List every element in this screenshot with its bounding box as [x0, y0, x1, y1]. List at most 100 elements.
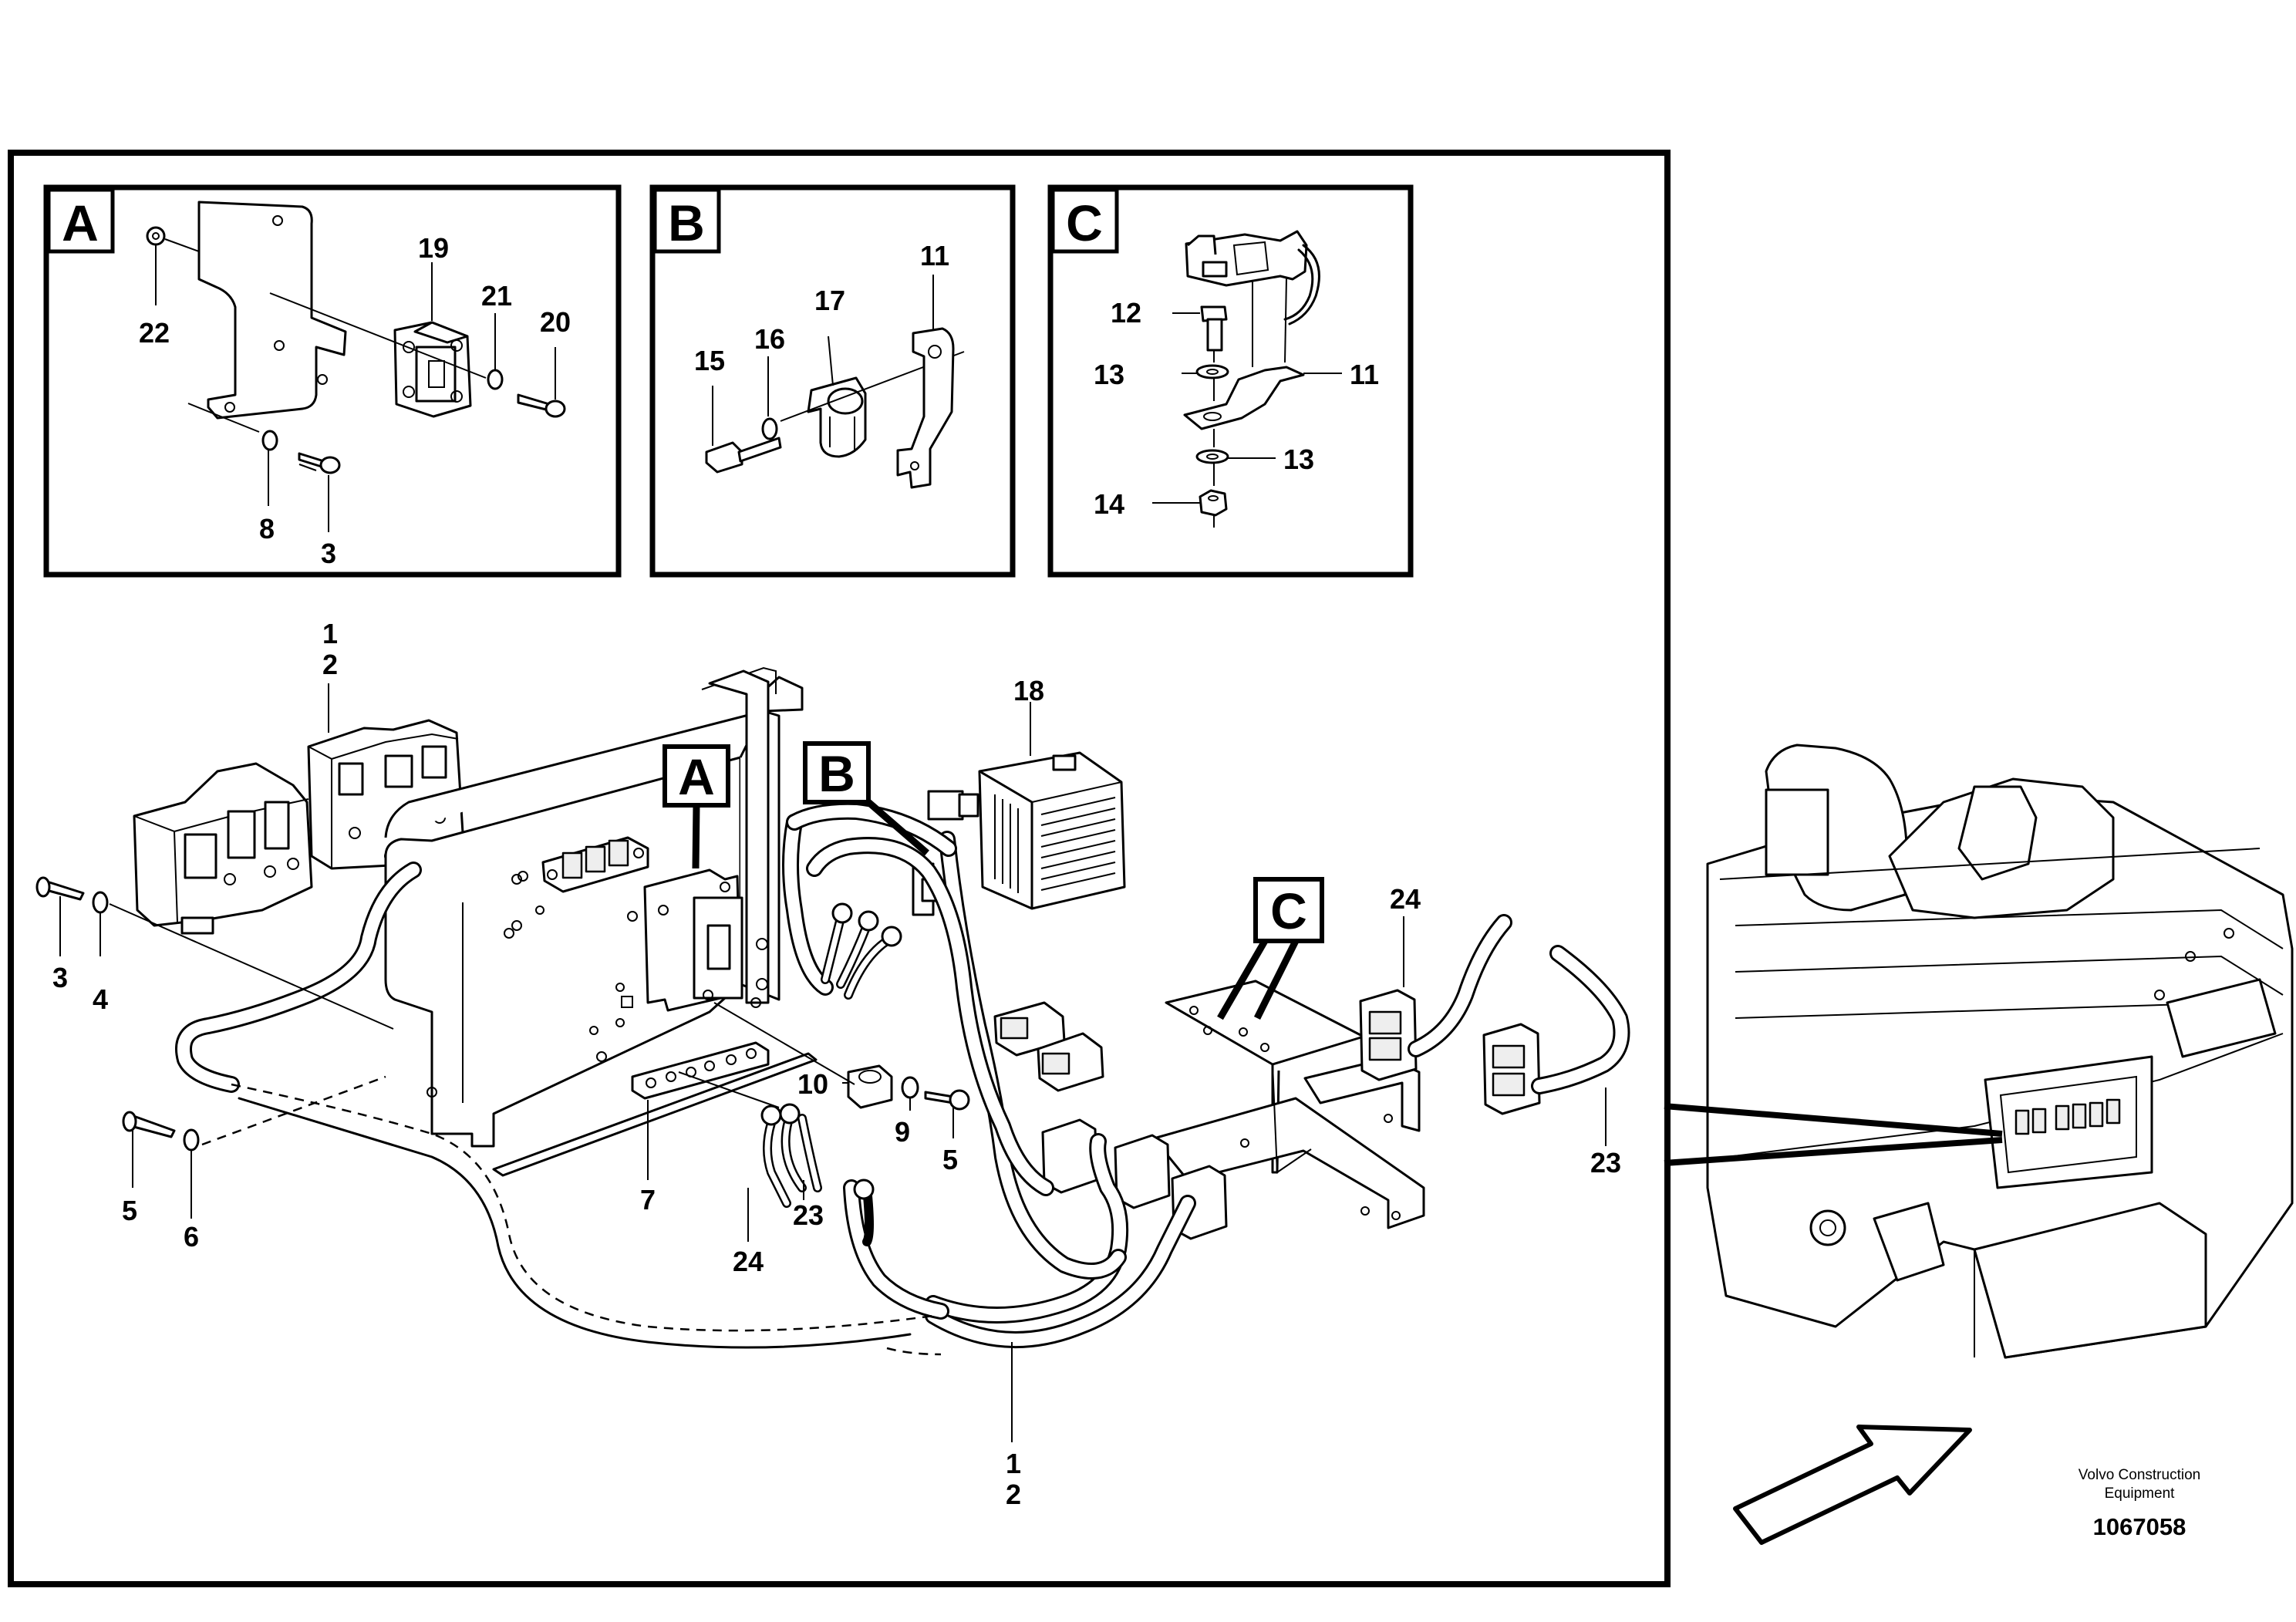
label-3-main: 3 — [52, 962, 68, 993]
main-assembly: A B C 1 2 18 3 4 5 6 7 10 9 5 24 23 24 2… — [35, 618, 1630, 1510]
label-17: 17 — [814, 285, 845, 316]
ring-terminals — [821, 902, 902, 1246]
label-13-bottom: 13 — [1283, 443, 1314, 475]
screw-3 — [298, 452, 341, 532]
detail-letter-box-b — [652, 187, 721, 254]
pointer-line-upper — [1664, 1103, 2003, 1137]
detail-letter-box-a — [46, 187, 115, 254]
label-19: 19 — [418, 232, 449, 264]
label-6: 6 — [184, 1221, 199, 1253]
axis-line-a — [269, 292, 487, 379]
label-2-bottom: 2 — [1006, 1479, 1021, 1510]
harness-connector-23 — [1482, 1023, 1541, 1115]
main-frame — [8, 150, 1671, 1587]
callout-a-letter: A — [678, 748, 715, 805]
harness-route-dashed — [231, 1083, 934, 1332]
detail-letter-a: A — [62, 194, 99, 251]
washer-13-top — [1182, 364, 1229, 401]
label-18: 18 — [1013, 675, 1044, 706]
mounting-bracket-a — [197, 201, 347, 420]
relay-block-lower — [133, 762, 313, 935]
label-21: 21 — [481, 280, 512, 312]
relay-socket-19 — [393, 262, 472, 418]
label-11-c: 11 — [1350, 359, 1379, 390]
company-name-line1: Volvo Construction — [2079, 1467, 2200, 1483]
washer-8 — [261, 430, 278, 506]
label-5-right: 5 — [942, 1144, 958, 1175]
callout-b-letter: B — [818, 745, 855, 802]
bracket-11-b — [896, 275, 955, 489]
label-10: 10 — [797, 1068, 828, 1100]
din-rail-7 — [492, 1052, 818, 1180]
label-15: 15 — [694, 345, 725, 376]
washer-4 — [92, 891, 109, 956]
screw-5-right — [924, 1089, 970, 1138]
washer-9 — [901, 1076, 919, 1111]
screw-5-left — [122, 1111, 176, 1188]
label-1-top: 1 — [322, 618, 338, 649]
relay-block-upper — [307, 719, 464, 870]
label-16: 16 — [754, 323, 785, 355]
mounting-panel — [384, 666, 804, 1148]
washer-13-bottom — [1195, 449, 1276, 486]
cooling-fins — [994, 794, 1116, 893]
washer-22 — [146, 226, 200, 305]
detail-view-b: B 15 16 17 11 — [649, 184, 1016, 578]
cable-clamp-10 — [847, 1064, 893, 1109]
washer-16 — [761, 356, 778, 440]
company-name-line2: Equipment — [2105, 1485, 2176, 1502]
label-22: 22 — [139, 317, 170, 349]
bolt-12 — [1172, 305, 1228, 363]
detail-view-c: C — [1047, 184, 1414, 578]
cable-harness — [175, 802, 1630, 1348]
screw-3-main — [35, 876, 85, 956]
label-4: 4 — [93, 983, 108, 1015]
label-9: 9 — [895, 1116, 910, 1148]
cable-clamp-17 — [807, 336, 867, 458]
detail-letter-b: B — [668, 194, 705, 251]
label-13-top: 13 — [1094, 359, 1124, 390]
label-11-b: 11 — [920, 240, 949, 271]
electronic-unit-18 — [978, 702, 1126, 910]
detail-frame-a — [43, 184, 622, 578]
callout-b: B — [803, 741, 929, 856]
callout-c: C — [1217, 877, 1324, 1020]
relay-socket-position-a — [643, 868, 768, 1012]
detail-view-a: A — [43, 184, 622, 578]
label-23-bottom: 23 — [793, 1199, 824, 1231]
label-7: 7 — [640, 1184, 656, 1216]
washer-6 — [183, 1128, 200, 1219]
pointer-line-lower — [1664, 1137, 2003, 1166]
detail-letter-c: C — [1066, 194, 1103, 251]
callout-a: A — [663, 744, 730, 869]
ground-cables-23-24 — [678, 1071, 822, 1242]
washer-21 — [487, 313, 504, 390]
detail-letter-box-c — [1050, 187, 1119, 254]
label-12: 12 — [1111, 297, 1141, 329]
label-8: 8 — [259, 513, 275, 545]
screw-20 — [517, 347, 566, 418]
terminal-block — [631, 1041, 770, 1100]
relay-box-highlight — [1984, 1055, 2153, 1189]
document-number: 1067058 — [2093, 1513, 2186, 1540]
plug-connectors — [993, 1001, 1104, 1092]
label-14: 14 — [1094, 488, 1124, 520]
direction-arrow — [1733, 1425, 1972, 1545]
label-20: 20 — [540, 306, 571, 338]
detail-frame-b — [649, 184, 1016, 578]
label-24-bottom: 24 — [733, 1246, 764, 1277]
callout-c-letter: C — [1270, 882, 1307, 939]
label-24-right: 24 — [1390, 883, 1421, 915]
label-23-right: 23 — [1590, 1147, 1621, 1179]
detail-frame-c — [1047, 184, 1414, 578]
label-3: 3 — [321, 538, 336, 569]
label-1-bottom: 1 — [1006, 1448, 1021, 1479]
bolt-15 — [705, 386, 782, 474]
label-2-top: 2 — [322, 649, 338, 680]
fuse-holder — [541, 836, 649, 893]
nut-14 — [1152, 489, 1228, 528]
label-5-left: 5 — [122, 1195, 137, 1226]
machine-location-view — [1706, 744, 2294, 1359]
harness-connector-24 — [1359, 916, 1418, 1081]
bracket-11-c — [1183, 366, 1342, 447]
